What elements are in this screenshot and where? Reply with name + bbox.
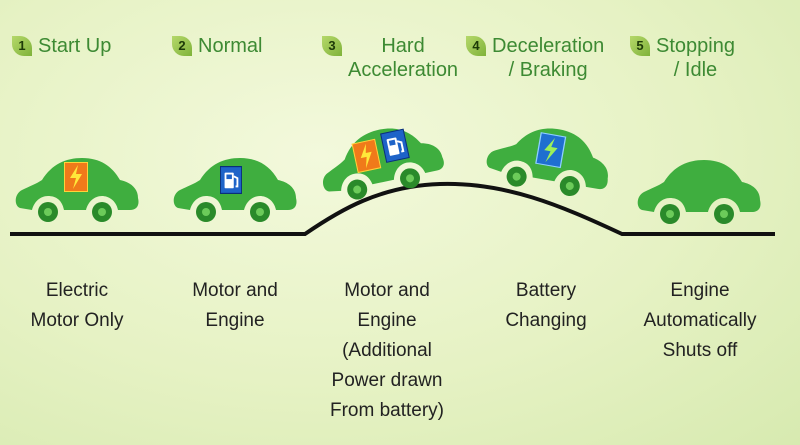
step-4-description: Battery Changing — [505, 280, 587, 331]
leaf-number-icon: 2 — [172, 36, 192, 56]
step-1-title: Start Up — [38, 35, 112, 57]
step-3-header: 3 Hard Acceleration — [322, 34, 458, 82]
step-3-description: Motor and Engine (Additional Power drawn… — [329, 280, 445, 421]
lightning-icon — [535, 132, 567, 169]
step-5-header: 5 Stopping / Idle — [630, 34, 735, 82]
fuel-pump-icon — [220, 166, 242, 194]
car-5 — [637, 160, 761, 224]
step-4-header: 4 Deceleration / Braking — [466, 34, 604, 82]
leaf-number-icon: 5 — [630, 36, 650, 56]
step-2-description: Motor and Engine — [192, 280, 278, 331]
step-1-description: Electric Motor Only — [30, 280, 124, 331]
step-2-header: 2 Normal — [172, 34, 262, 58]
step-2-title: Normal — [198, 35, 263, 57]
car-2 — [173, 158, 297, 222]
step-1-header: 1 Start Up — [12, 34, 111, 58]
leaf-number-icon: 1 — [12, 36, 32, 56]
step-4-title: Deceleration / Braking — [492, 35, 605, 81]
lightning-icon — [64, 162, 88, 192]
step-5-description: Engine Automatically Shuts off — [643, 280, 757, 361]
road-line — [10, 181, 775, 236]
step-3-title: Hard Acceleration — [348, 35, 459, 81]
step-5-title: Stopping / Idle — [656, 35, 735, 81]
leaf-number-icon: 4 — [466, 36, 486, 56]
leaf-number-icon: 3 — [322, 36, 342, 56]
car-1 — [15, 158, 139, 222]
